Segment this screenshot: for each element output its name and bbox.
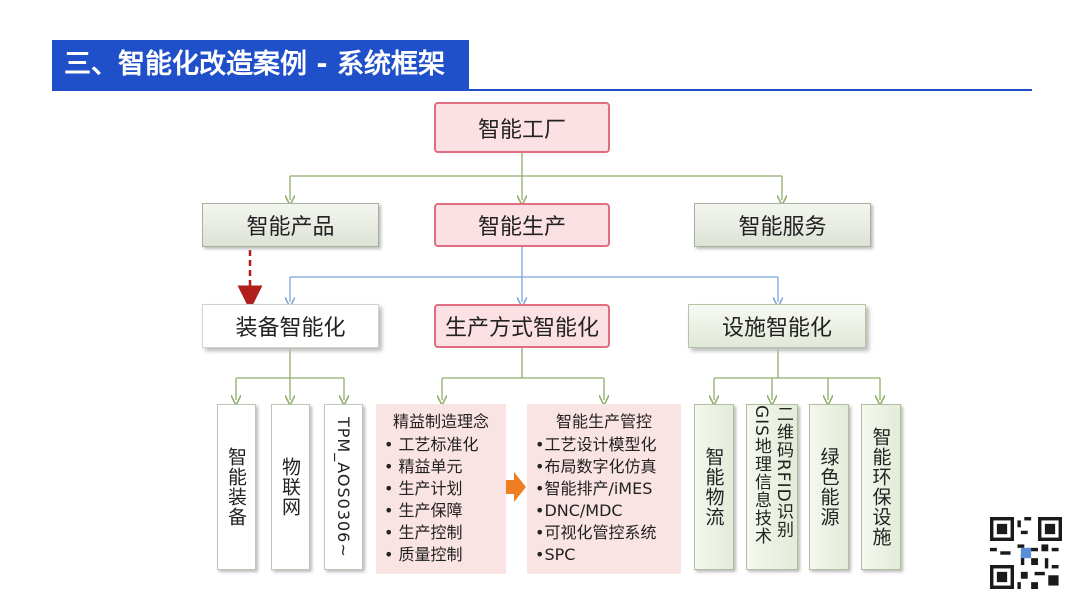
leaf-smart-equipment: 智能装备 [217,404,256,570]
lean-item: • 生产控制 [384,523,463,542]
page-title: 三、智能化改造案例 - 系统框架 [52,40,469,90]
orange-arrow [502,472,526,502]
root-connectors [290,153,782,200]
node-facility-intelligence: 设施智能化 [688,304,866,348]
control-heading: 智能生产管控 [555,412,652,431]
node-equipment-intelligence: 装备智能化 [202,304,379,348]
equipment-connectors [236,348,344,400]
leaf-iot: 物联网 [271,404,310,570]
leaf-smart-logistics: 智能物流 [694,404,734,570]
title-underline [52,89,1032,91]
lean-item: • 质量控制 [384,545,463,564]
control-item: •布局数字化仿真 [535,457,657,476]
leaf-tpm: TPM_AOS0306~ [324,404,363,570]
node-smart-production: 智能生产 [434,203,610,247]
facilities-connectors [714,348,880,400]
leaf-rfid-gis: 二维码RFID识别GIS地理信息技术 [746,404,798,570]
lean-item: • 精益单元 [384,457,463,476]
control-item: •SPC [535,545,576,564]
control-item: •可视化管控系统 [535,523,657,542]
production-connectors [290,247,778,302]
control-item: •智能排产/iMES [535,479,653,498]
lean-panel: 精益制造理念 • 工艺标准化 • 精益单元 • 生产计划 • 生产保障 • 生产… [376,404,506,574]
node-smart-product: 智能产品 [202,203,379,247]
root-node: 智能工厂 [434,102,610,153]
control-panel: 智能生产管控 •工艺设计模型化 •布局数字化仿真 •智能排产/iMES •DNC… [527,404,681,574]
node-production-method-intelligence: 生产方式智能化 [434,304,610,348]
node-smart-service: 智能服务 [694,203,871,247]
leaf-green-energy: 绿色能源 [809,404,849,570]
leaf-env-facilities: 智能环保设施 [861,404,901,570]
lean-item: • 工艺标准化 [384,435,479,454]
lean-item: • 生产保障 [384,501,463,520]
control-item: •DNC/MDC [535,501,623,520]
control-item: •工艺设计模型化 [535,435,657,454]
method-connectors [442,348,604,400]
lean-heading: 精益制造理念 [392,412,489,431]
lean-item: • 生产计划 [384,479,463,498]
qr-code-icon [990,517,1062,589]
